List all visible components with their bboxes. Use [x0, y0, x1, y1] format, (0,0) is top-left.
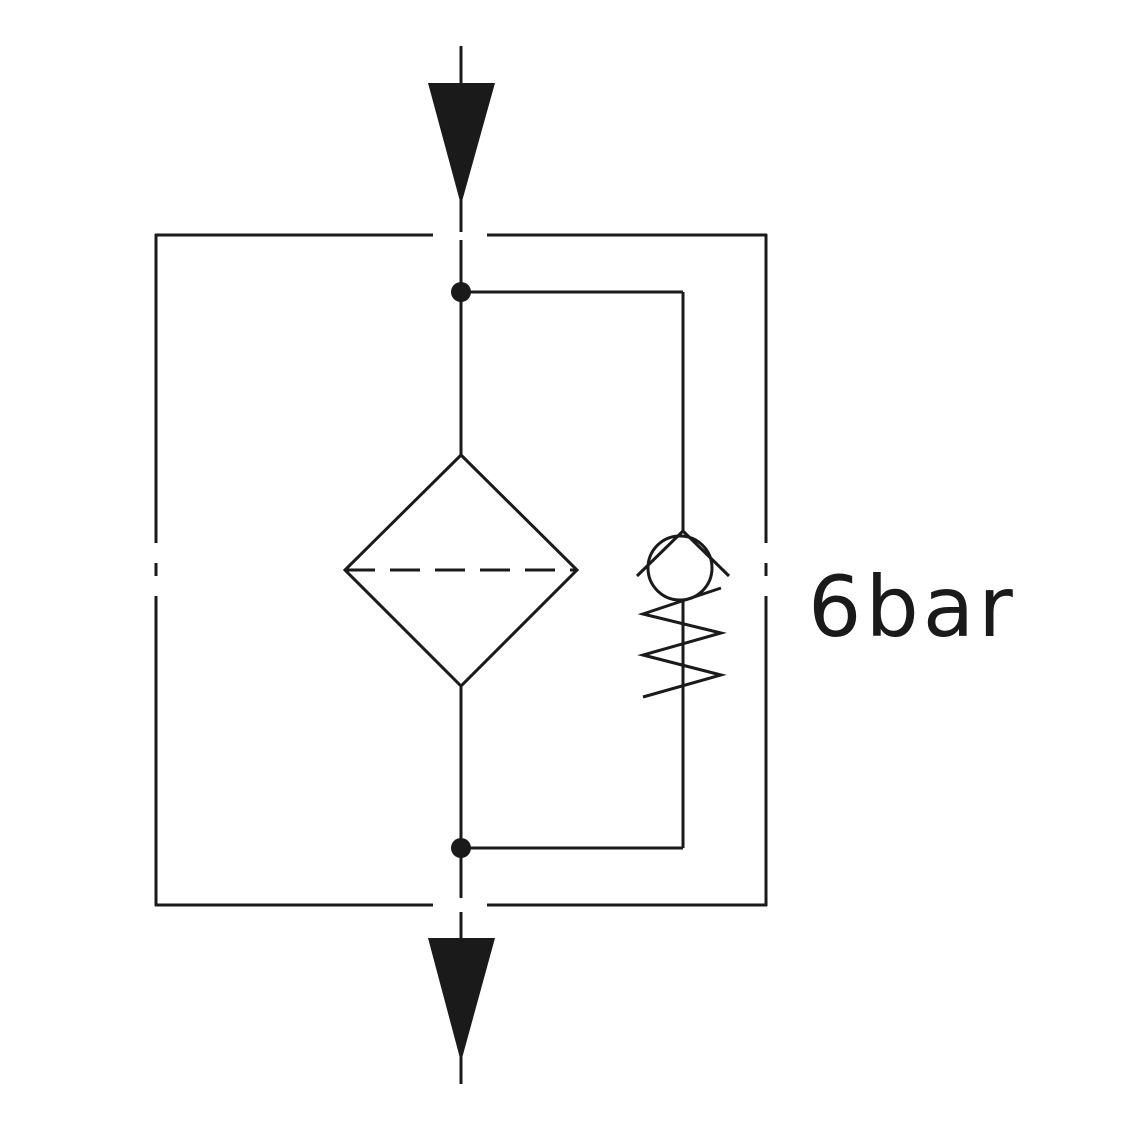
bypass-check-valve [635, 528, 731, 602]
outlet-arrow [428, 938, 495, 1062]
spring [637, 586, 727, 699]
inlet-arrow [428, 83, 495, 205]
pressure-label: 6bar [808, 558, 1017, 656]
filter-element [342, 452, 580, 689]
bypass-branch [461, 290, 685, 850]
enclosure-boundary [154, 233, 768, 907]
